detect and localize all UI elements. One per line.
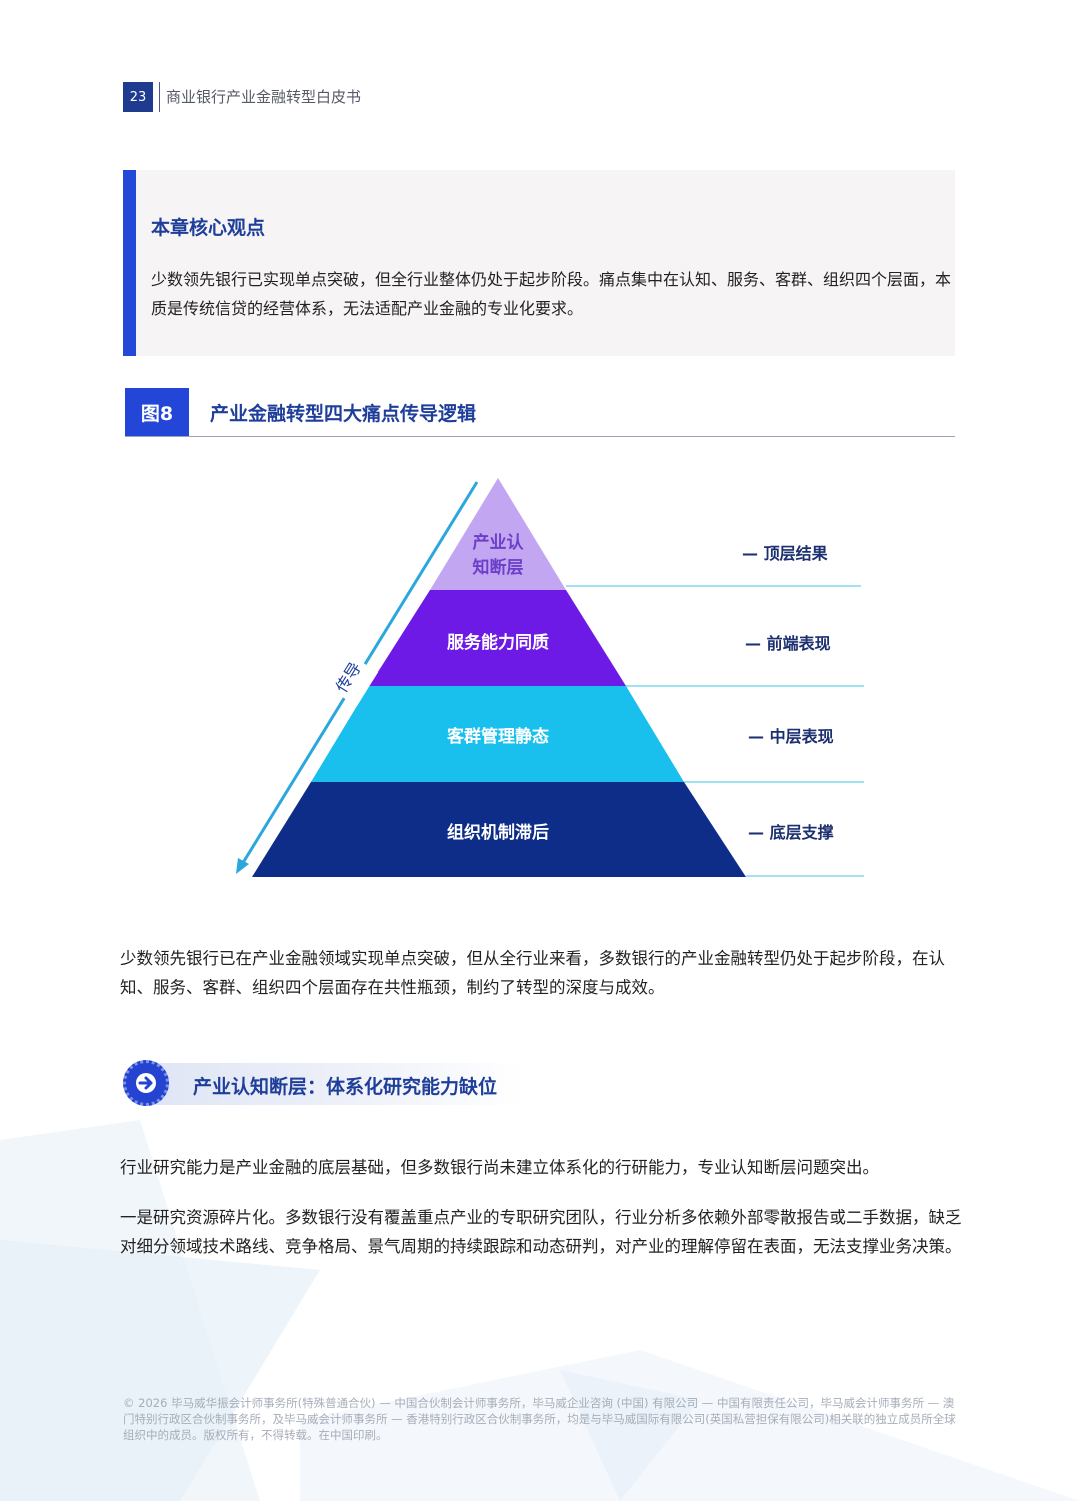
pyramid-layer-3-label: 客群管理静态 xyxy=(446,726,549,747)
figure-divider xyxy=(125,436,955,437)
callout-text: 少数领先银行已实现单点突破，但全行业整体仍处于起步阶段。痛点集中在认知、服务、客… xyxy=(151,270,952,318)
side-label-top-result: — 顶层结果 xyxy=(742,544,828,563)
copyright-footer: © 2026 毕马威华振会计师事务所(特殊普通合伙) — 中国合伙制会计师事务所… xyxy=(123,1396,956,1442)
arrow-right-icon xyxy=(123,1060,169,1106)
pyramid-layer-4-label: 组织机制滞后 xyxy=(447,822,549,843)
section-paragraph-2: 一是研究资源碎片化。多数银行没有覆盖重点产业的专职研究团队，行业分析多依赖外部零… xyxy=(120,1208,962,1256)
callout-heading: 本章核心观点 xyxy=(151,217,266,239)
transmission-arrowhead-icon xyxy=(236,858,249,874)
side-label-front-end: — 前端表现 xyxy=(745,634,831,653)
pyramid-layer-3 xyxy=(311,686,684,782)
section-title: 产业认知断层：体系化研究能力缺位 xyxy=(193,1076,498,1098)
pyramid-layer-1-label-line1: 产业认 xyxy=(473,532,525,553)
figure-badge: 图8 xyxy=(125,388,189,436)
transmission-label-bg xyxy=(317,647,379,707)
key-points-callout xyxy=(123,170,955,356)
pyramid-layer-2 xyxy=(369,590,626,686)
background-decoration xyxy=(0,1120,1080,1501)
page-number: 23 xyxy=(123,82,153,112)
figure-title: 产业金融转型四大痛点传导逻辑 xyxy=(210,403,477,425)
section-header-bar xyxy=(143,1063,523,1105)
side-label-middle-layer: — 中层表现 xyxy=(748,727,834,746)
document-title: 商业银行产业金融转型白皮书 xyxy=(166,88,362,106)
intro-paragraph: 少数领先银行已在产业金融领域实现单点突破，但从全行业来看，多数银行的产业金融转型… xyxy=(120,949,945,997)
side-label-bottom-support: — 底层支撑 xyxy=(748,823,834,842)
pyramid-layer-1-label-line2: 知断层 xyxy=(472,557,524,578)
pyramid-layer-4 xyxy=(252,782,746,877)
pyramid-layer-1 xyxy=(430,478,566,590)
section-header: 产业认知断层：体系化研究能力缺位 xyxy=(123,1060,523,1108)
header-divider xyxy=(159,82,160,112)
section-paragraph-1: 行业研究能力是产业金融的底层基础，但多数银行尚未建立体系化的行研能力，专业认知断… xyxy=(120,1158,879,1177)
pyramid-layer-2-label: 服务能力同质 xyxy=(447,632,549,653)
